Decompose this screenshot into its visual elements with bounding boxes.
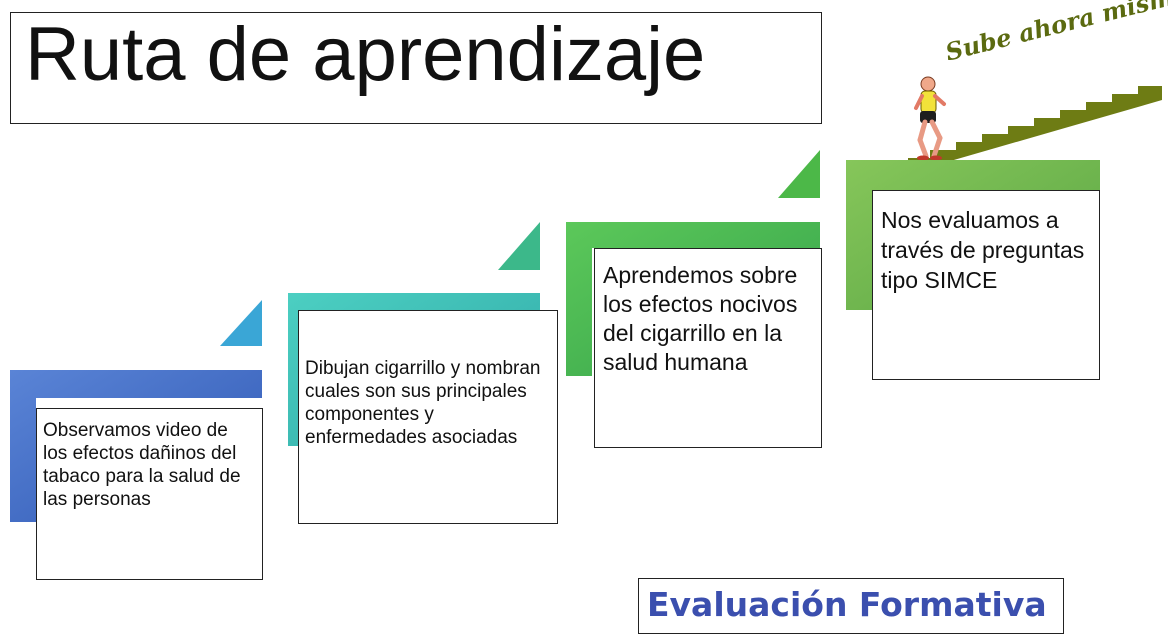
step-4-text: Nos evaluamos a través de preguntas tipo… — [881, 207, 1085, 293]
step-1-arrow-icon — [220, 300, 262, 346]
title-box: Ruta de aprendizaje — [10, 12, 822, 124]
step-4-box: Nos evaluamos a través de preguntas tipo… — [872, 190, 1100, 380]
runner-icon — [914, 76, 946, 161]
staircase-icon — [908, 86, 1162, 164]
footer-box: Evaluación Formativa — [638, 578, 1064, 634]
step-1-bracket — [10, 370, 262, 522]
step-1-box: Observamos video de los efectos dañinos … — [36, 408, 263, 580]
step-3-bracket — [566, 222, 820, 376]
step-3-box: Aprendemos sobre los efectos nocivos del… — [594, 248, 822, 448]
step-2-arrow-icon — [498, 222, 540, 270]
step-3-text: Aprendemos sobre los efectos nocivos del… — [603, 262, 798, 375]
step-3-arrow-icon — [778, 150, 820, 198]
footer-title: Evaluación Formativa — [647, 585, 1047, 624]
step-2-box: Dibujan cigarrillo y nombran cuales son … — [298, 310, 558, 524]
step-2-bracket — [288, 293, 540, 446]
step-1-text: Observamos video de los efectos dañinos … — [43, 420, 241, 510]
staircase-illustration — [908, 76, 1162, 164]
step-2-text: Dibujan cigarrillo y nombran cuales son … — [305, 358, 541, 448]
page-title: Ruta de aprendizaje — [25, 12, 706, 97]
